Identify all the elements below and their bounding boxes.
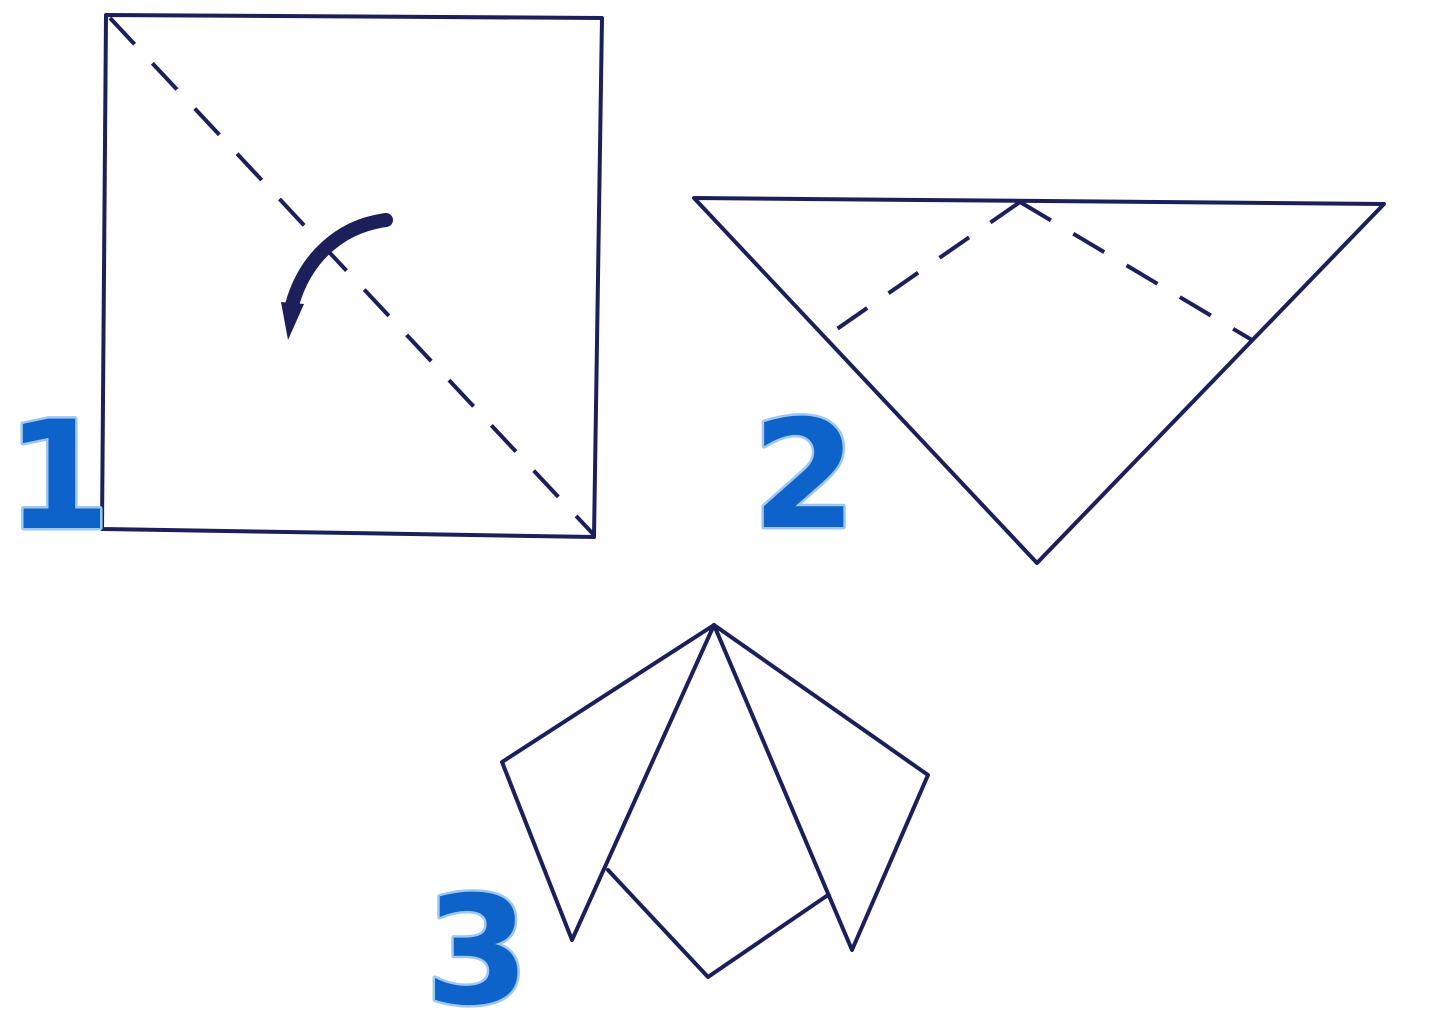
step-1-diagonal-fold-line bbox=[110, 18, 594, 535]
step-number-2: 2 bbox=[752, 389, 856, 563]
step-number-1: 1 bbox=[6, 390, 110, 564]
step-3-center-bottom bbox=[608, 870, 828, 977]
step-number-3: 3 bbox=[425, 865, 529, 1010]
fold-arrow-icon bbox=[281, 220, 386, 340]
step-3-left-flap bbox=[502, 625, 714, 940]
step-2-right-fold-line bbox=[1020, 202, 1252, 340]
step-1-square-sheet bbox=[102, 15, 602, 537]
step-3-diagram bbox=[502, 625, 928, 977]
step-2-left-fold-line bbox=[824, 202, 1020, 338]
step-1-diagram bbox=[102, 15, 602, 537]
